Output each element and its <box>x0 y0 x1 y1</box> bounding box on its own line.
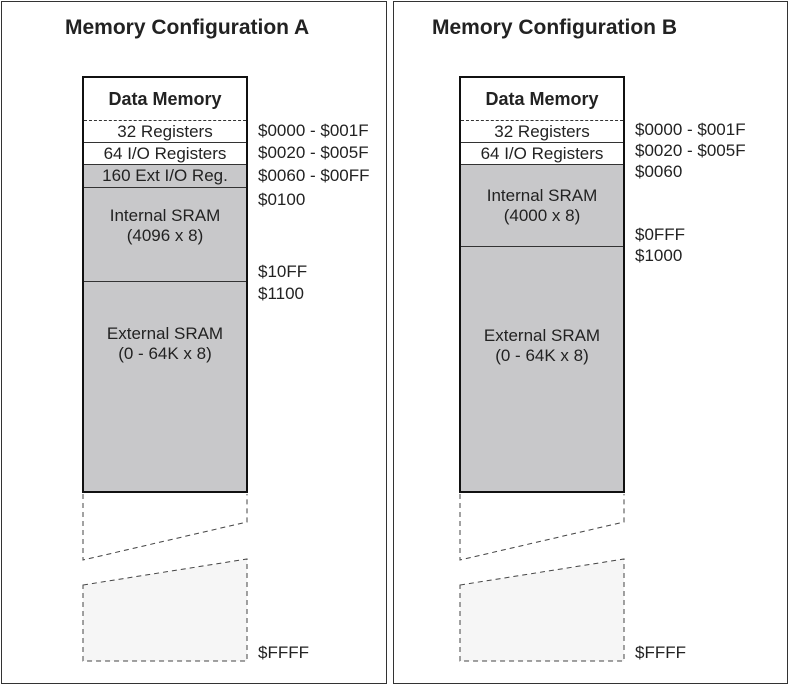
config-b-io-registers-block: 64 I/O Registers <box>461 143 623 165</box>
config-b-internal-sram-label: Internal SRAM <box>486 186 598 205</box>
config-b-addr-internal-end: $0FFF <box>635 225 686 244</box>
config-b-data-memory-header: Data Memory <box>461 78 623 121</box>
config-b-addr-external-start: $1000 <box>635 246 683 265</box>
config-a-external-sram-block: External SRAM (0 - 64K x 8) <box>84 282 246 491</box>
config-a-addr-internal-end: $10FF <box>258 262 308 281</box>
config-a-addr-internal-start: $0100 <box>258 190 306 209</box>
config-b-addr-io: $0020 - $005F <box>635 141 746 160</box>
config-a-external-sram-size: (0 - 64K x 8) <box>118 344 212 363</box>
config-a-unmapped-region <box>82 494 248 662</box>
config-b-memory-map: Data Memory 32 Registers 64 I/O Register… <box>459 76 625 493</box>
config-b-addr-registers: $0000 - $001F <box>635 120 746 139</box>
config-a-memory-map: Data Memory 32 Registers 64 I/O Register… <box>82 76 248 493</box>
config-a-data-memory-header: Data Memory <box>84 78 246 121</box>
config-b-internal-sram-size: (4000 x 8) <box>503 206 581 225</box>
config-b-registers-block: 32 Registers <box>461 121 623 143</box>
config-b-addr-internal-start: $0060 <box>635 162 683 181</box>
config-a-internal-sram-block: Internal SRAM (4096 x 8) <box>84 188 246 282</box>
config-a-addr-io: $0020 - $005F <box>258 143 369 162</box>
memory-configuration-a-panel: Memory Configuration A Data Memory 32 Re… <box>1 1 387 684</box>
config-a-addr-end: $FFFF <box>258 643 309 662</box>
config-a-external-sram-label: External SRAM <box>106 324 224 343</box>
config-a-io-registers-block: 64 I/O Registers <box>84 143 246 165</box>
config-b-external-sram-size: (0 - 64K x 8) <box>495 346 589 365</box>
config-b-internal-sram-block: Internal SRAM (4000 x 8) <box>461 165 623 247</box>
config-b-unmapped-region <box>459 494 625 662</box>
config-a-internal-sram-label: Internal SRAM <box>109 206 221 225</box>
config-b-external-sram-label: External SRAM <box>483 326 601 345</box>
config-a-ext-io-block: 160 Ext I/O Reg. <box>84 165 246 188</box>
config-a-addr-ext-io: $0060 - $00FF <box>258 166 370 185</box>
config-b-external-sram-block: External SRAM (0 - 64K x 8) <box>461 247 623 491</box>
config-a-registers-block: 32 Registers <box>84 121 246 143</box>
memory-configuration-b-panel: Memory Configuration B Data Memory 32 Re… <box>393 1 788 684</box>
config-b-addr-end: $FFFF <box>635 643 686 662</box>
config-a-title: Memory Configuration A <box>65 16 310 39</box>
config-a-addr-external-start: $1100 <box>258 284 305 303</box>
config-a-addr-registers: $0000 - $001F <box>258 121 369 140</box>
config-a-internal-sram-size: (4096 x 8) <box>126 226 204 245</box>
config-b-title: Memory Configuration B <box>432 16 677 39</box>
